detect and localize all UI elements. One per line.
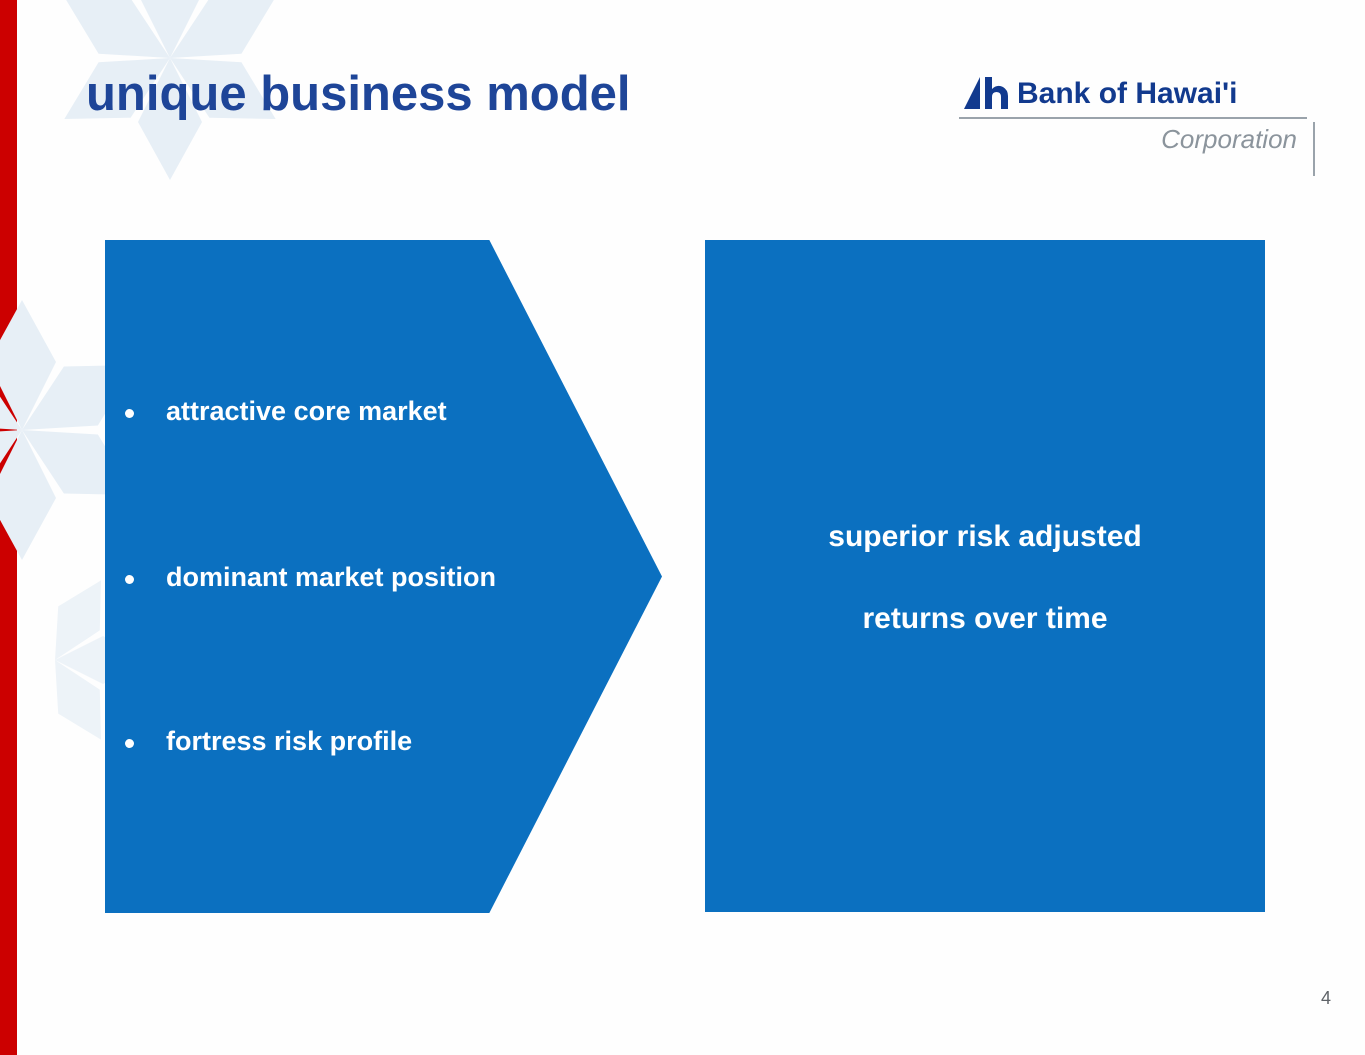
list-item: attractive core market [125, 396, 447, 427]
outcome-line-2: returns over time [862, 602, 1108, 635]
logo-divider [959, 117, 1307, 119]
page-number: 4 [1320, 988, 1331, 1008]
bullet-label: fortress risk profile [166, 726, 413, 756]
bullet-dot [125, 575, 134, 584]
outcome-line-1: superior risk adjusted [828, 520, 1142, 553]
business-model-arrow-shape: attractive core market dominant market p… [105, 240, 662, 913]
bank-of-hawaii-logo: Bank of Hawai'i Corporation [959, 76, 1315, 176]
bullet-label: dominant market position [166, 562, 497, 592]
logo-name: Bank of Hawai'i [1017, 77, 1238, 110]
logo-subtitle: Corporation [1161, 124, 1297, 154]
outcome-text: superior risk adjusted returns over time [705, 520, 1265, 636]
logo-vertical-line [1313, 122, 1315, 176]
bullet-dot [125, 409, 134, 418]
list-item: dominant market position [125, 562, 496, 593]
bullet-list: attractive core market dominant market p… [105, 240, 662, 913]
slide-title: unique business model [86, 67, 631, 121]
left-accent-bar [0, 0, 17, 1055]
bullet-label: attractive core market [166, 396, 447, 426]
bank-of-hawaii-logo-icon [964, 77, 1008, 109]
outcome-box: superior risk adjusted returns over time [705, 240, 1265, 912]
list-item: fortress risk profile [125, 726, 412, 757]
bullet-dot [125, 739, 134, 748]
